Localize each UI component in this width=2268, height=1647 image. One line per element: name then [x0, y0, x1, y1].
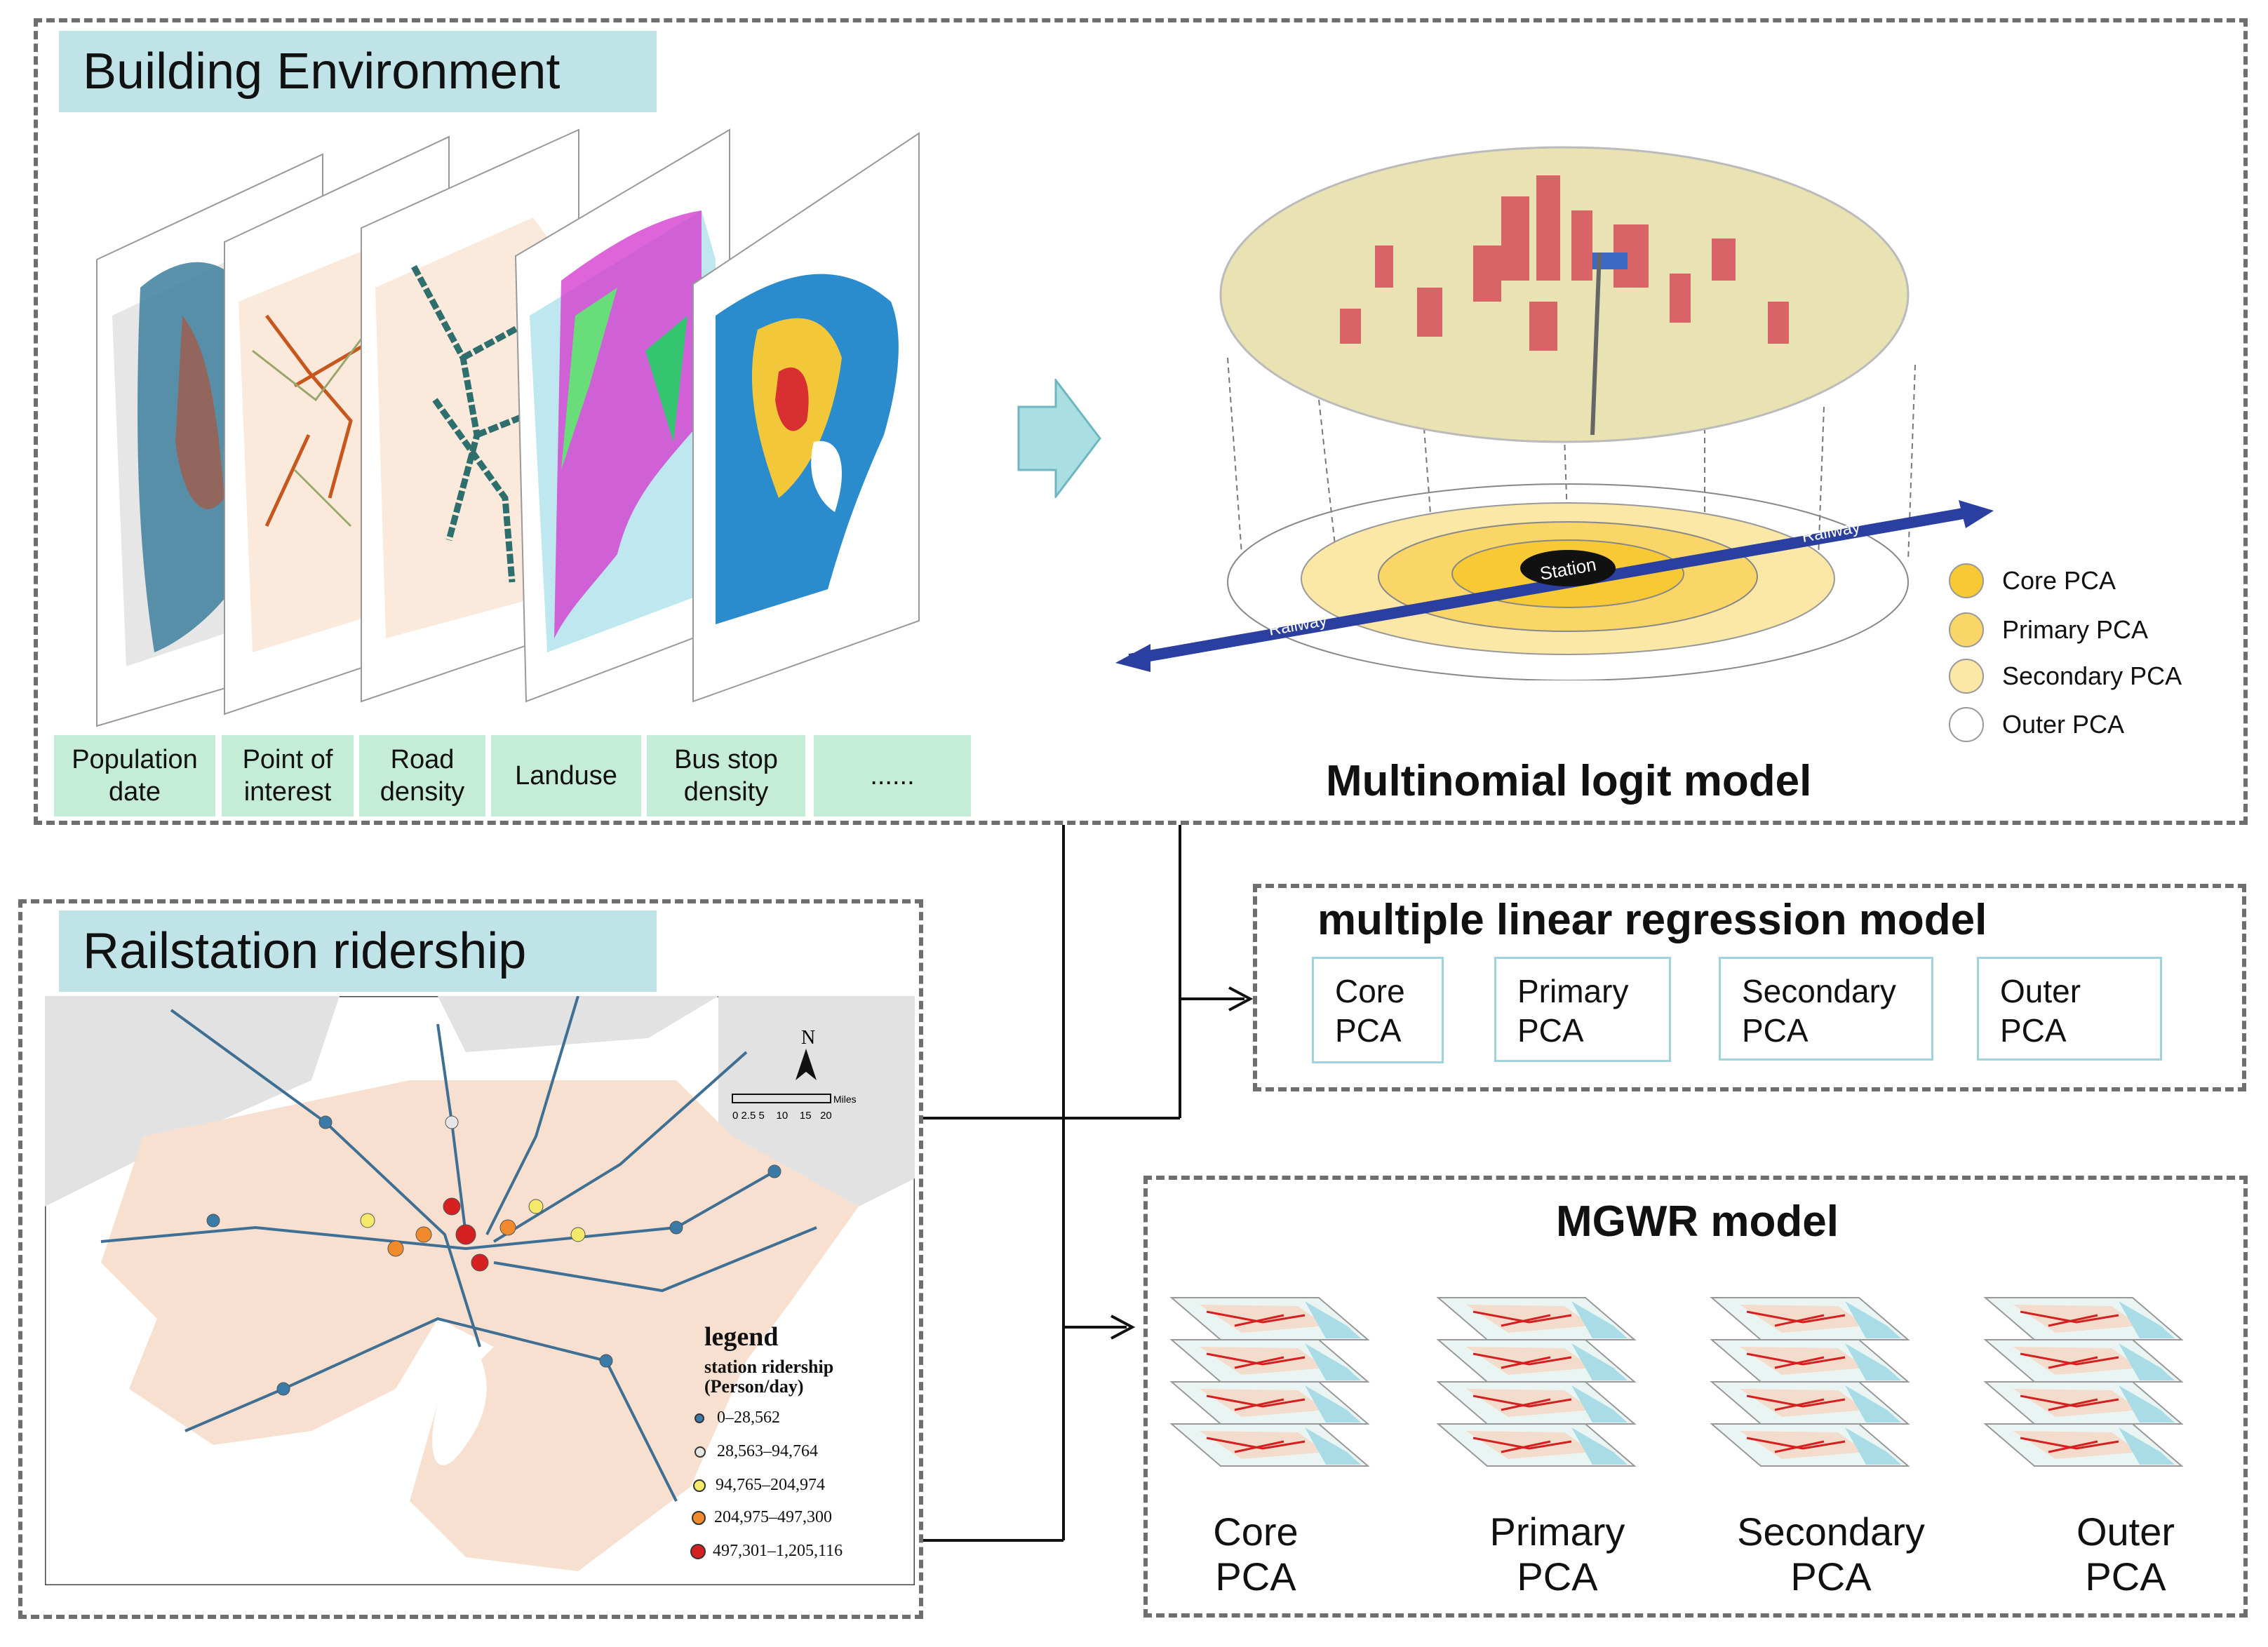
legend-label: 94,765–204,974 [716, 1476, 825, 1494]
ridership-legend-subtitle: station ridership [704, 1357, 834, 1377]
scale-unit: Miles [833, 1094, 857, 1105]
map-layer-landuse [514, 128, 730, 703]
legend-label: 497,301–1,205,116 [713, 1542, 843, 1560]
map-layer-stack [96, 128, 920, 727]
legend-swatch [1949, 563, 1984, 598]
right-arrow-icon [1017, 379, 1101, 498]
mgwr-label-primary: Primary PCA [1489, 1510, 1625, 1599]
station-markers [206, 1115, 781, 1396]
ridership-legend-unit: (Person/day) [704, 1376, 804, 1397]
mlr-box-primary: Primary PCA [1494, 957, 1671, 1062]
legend-swatch [1949, 659, 1984, 694]
layer-label-poi: Point of interest [222, 735, 354, 816]
mgwr-stack-secondary [1710, 1296, 1910, 1467]
legend-swatch [693, 1479, 706, 1492]
building-environment-panel [34, 18, 2248, 825]
legend-label: 28,563–94,764 [717, 1442, 818, 1460]
mgwr-label-secondary: Secondary PCA [1737, 1510, 1925, 1599]
ridership-legend-item-1: 0–28,562 [695, 1409, 780, 1427]
building-environment-title: Building Environment [59, 31, 657, 112]
legend-swatch [690, 1543, 706, 1559]
mgwr-title: MGWR model [1556, 1197, 1839, 1246]
mgwr-label-core: Core PCA [1213, 1510, 1299, 1599]
legend-label: Primary PCA [2002, 615, 2149, 644]
scale-ticks: 0 2.5 5 10 15 20 [732, 1110, 832, 1122]
mlr-panel [1253, 884, 2246, 1091]
legend-swatch [695, 1413, 704, 1423]
legend-swatch [1949, 612, 1984, 647]
north-label: N [801, 1027, 815, 1049]
legend-label: 0–28,562 [717, 1409, 780, 1427]
railstation-title: Railstation ridership [59, 910, 657, 992]
legend-label: Secondary PCA [2002, 661, 2182, 690]
legend-secondary-pca: Secondary PCA [1949, 659, 2182, 694]
layer-label-landuse: Landuse [491, 735, 641, 816]
mnl-title: Multinomial logit model [1326, 757, 1812, 805]
legend-swatch [692, 1510, 706, 1525]
ridership-legend-item-3: 94,765–204,974 [693, 1476, 825, 1495]
ridership-map: N 0 2.5 5 10 15 20 Miles [45, 996, 915, 1585]
mlr-box-outer: Outer PCA [1977, 957, 2162, 1061]
ridership-legend-item-5: 497,301–1,205,116 [690, 1542, 843, 1561]
legend-swatch [1949, 707, 1984, 742]
legend-label: Outer PCA [2002, 710, 2125, 739]
mgwr-stack-primary [1437, 1296, 1636, 1467]
mgwr-map-stacks [1170, 1296, 2183, 1467]
mgwr-label-outer: Outer PCA [2076, 1510, 2175, 1599]
legend-core-pca: Core PCA [1949, 563, 2116, 598]
north-arrow-icon [796, 1049, 817, 1080]
legend-swatch [695, 1446, 706, 1458]
mlr-box-core: Core PCA [1312, 957, 1444, 1063]
ridership-legend-title: legend [704, 1322, 779, 1352]
mlr-title: multiple linear regression model [1317, 896, 1987, 944]
layer-label-bus-stop: Bus stop density [647, 735, 805, 816]
map-layer-bus-stop [692, 132, 920, 703]
railstation-panel [18, 899, 923, 1619]
layer-label-more: ...... [814, 735, 971, 816]
legend-outer-pca: Outer PCA [1949, 707, 2124, 742]
ridership-legend-item-4: 204,975–497,300 [692, 1508, 832, 1527]
legend-label: 204,975–497,300 [714, 1508, 832, 1526]
mgwr-stack-outer [1984, 1296, 2183, 1467]
legend-label: Core PCA [2002, 566, 2116, 595]
legend-primary-pca: Primary PCA [1949, 612, 2148, 647]
mnl-diagram: Station Railway Railway [1115, 146, 1994, 680]
layer-label-road: Road density [359, 735, 485, 816]
layer-label-population: Population date [54, 735, 215, 816]
ridership-legend-item-2: 28,563–94,764 [695, 1442, 818, 1461]
mgwr-stack-core [1170, 1296, 1369, 1467]
mlr-box-secondary: Secondary PCA [1719, 957, 1933, 1061]
mgwr-panel [1143, 1176, 2248, 1618]
